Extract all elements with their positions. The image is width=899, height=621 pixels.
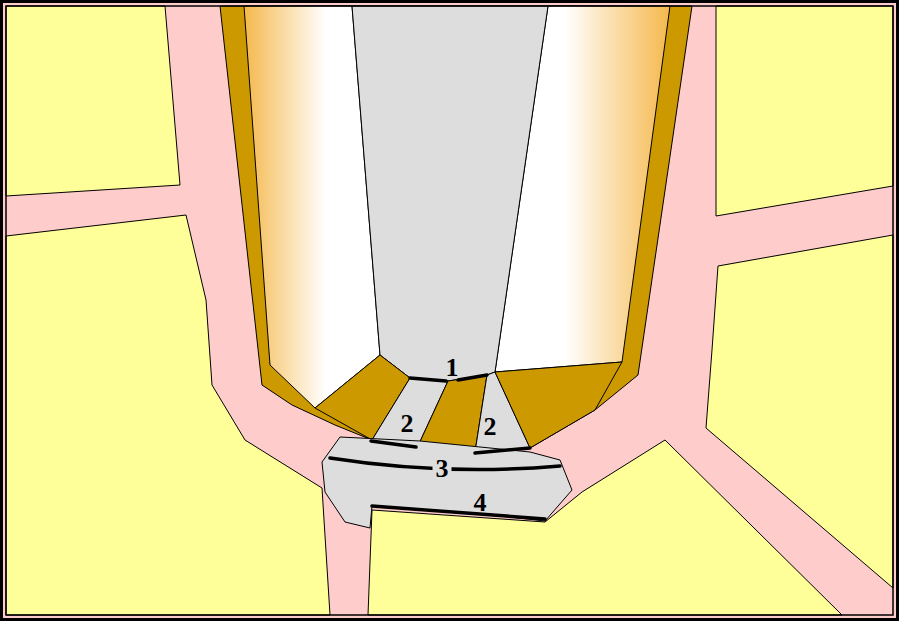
grain: [495, 362, 622, 448]
grain: [716, 6, 893, 216]
interface-line: [371, 441, 416, 447]
grain: [6, 6, 180, 196]
interface-line: [410, 378, 446, 381]
interface-line: [372, 506, 545, 519]
grain: [352, 6, 548, 381]
frame: [6, 6, 893, 615]
grain: [706, 235, 893, 588]
crystal-rim: [220, 6, 692, 452]
precipitate: [322, 437, 572, 528]
callout-number: 4: [474, 490, 487, 516]
interface-line: [458, 375, 487, 380]
callout-number: 1: [446, 355, 459, 381]
callout-number: 3: [433, 456, 452, 482]
interface-line: [475, 448, 530, 453]
callout-number: 2: [484, 414, 497, 440]
callout-number: 2: [401, 411, 414, 437]
